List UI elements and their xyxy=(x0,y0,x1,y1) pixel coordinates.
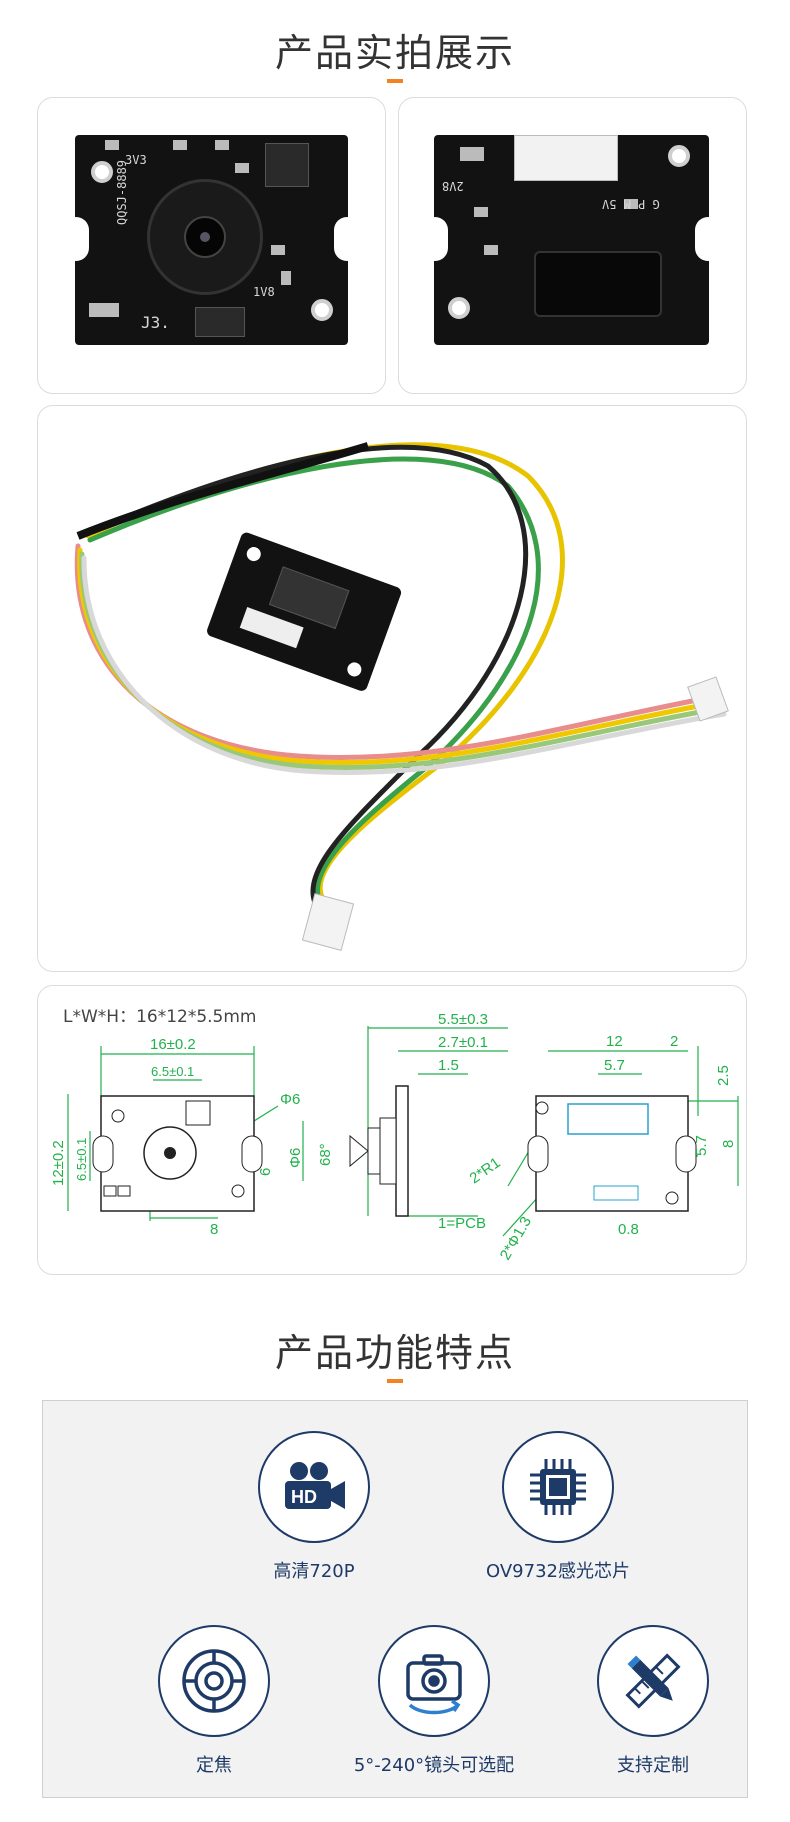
lens-icon xyxy=(158,1625,270,1737)
hd-camera-icon: HD xyxy=(258,1431,370,1543)
feature-chip-label: OV9732感光芯片 xyxy=(486,1561,630,1582)
dim-side-mid: 2.7±0.1 xyxy=(438,1034,488,1051)
svg-text:HD: HD xyxy=(291,1487,317,1507)
dimension-drawing-card: L*W*H：16*12*5.5mm xyxy=(37,985,747,1275)
dim-side-angle: 68° xyxy=(317,1143,334,1166)
rotate-camera-icon xyxy=(378,1625,490,1737)
title-accent-bar xyxy=(387,1379,403,1383)
dim-back-w1: 12 xyxy=(606,1033,623,1050)
feature-fixed-focus: 定焦 xyxy=(114,1625,314,1777)
dim-front-height: 12±0.2 xyxy=(50,1140,67,1186)
dim-back-pitch: 0.8 xyxy=(618,1221,639,1238)
dim-back-w2: 2 xyxy=(670,1033,678,1050)
chip-icon xyxy=(502,1431,614,1543)
features-section-title: 产品功能特点 xyxy=(274,1331,515,1375)
dim-side-pcb-note: 1=PCB xyxy=(438,1215,486,1232)
feature-fixed-focus-label: 定焦 xyxy=(196,1755,232,1776)
feature-chip: OV9732感光芯片 xyxy=(458,1431,658,1583)
features-panel: HD 高清720P OV9732感光芯片 xyxy=(42,1400,748,1798)
photos-section-title: 产品实拍展示 xyxy=(274,31,515,75)
dim-back-radius: 2*R1 xyxy=(467,1154,504,1187)
feature-lens-angle: 5°-240°镜头可选配 xyxy=(334,1625,534,1777)
dim-front-offset-y: 6 xyxy=(257,1168,274,1176)
dimension-drawing: 16±0.2 6.5±0.1 12±0.2 6.5±0.1 Φ6 8 6 5.5… xyxy=(50,1011,739,1263)
dimensions-text: L*W*H：16*12*5.5mm xyxy=(63,1007,257,1027)
photo-card-front: 3V3 QQSJ-8889 J3. 1V8 xyxy=(37,97,386,394)
dim-back-h1: 2.5 xyxy=(715,1065,732,1086)
photo-card-back: G P M 5V 2V8 xyxy=(398,97,747,394)
connector xyxy=(514,135,618,181)
feature-hd-label: 高清720P xyxy=(273,1561,355,1582)
sensor-chip xyxy=(534,251,662,317)
dim-side-pcb: 1.5 xyxy=(438,1057,459,1074)
feature-hd: HD 高清720P xyxy=(214,1431,414,1583)
pcb-front-photo: 3V3 QQSJ-8889 J3. 1V8 xyxy=(63,135,360,345)
dim-front-offset-x: 8 xyxy=(210,1221,218,1238)
dim-back-w3: 5.7 xyxy=(604,1057,625,1074)
photo-card-cable xyxy=(37,405,747,972)
dim-front-lens-width: 6.5±0.1 xyxy=(151,1064,194,1079)
dim-front-width: 16±0.2 xyxy=(150,1036,196,1053)
lens xyxy=(147,179,263,295)
pcb-back-photo: G P M 5V 2V8 xyxy=(422,135,721,345)
dim-back-h2: 5.7 xyxy=(693,1135,710,1156)
title-accent-bar xyxy=(387,79,403,83)
pencil-ruler-icon xyxy=(597,1625,709,1737)
cable-photo xyxy=(74,442,729,951)
feature-customization-label: 支持定制 xyxy=(617,1755,689,1776)
dim-side-diameter: Φ6 xyxy=(287,1148,304,1168)
feature-customization: 支持定制 xyxy=(553,1625,753,1777)
feature-lens-angle-label: 5°-240°镜头可选配 xyxy=(353,1755,515,1776)
dim-back-h3: 8 xyxy=(720,1140,737,1148)
dim-back-hole: 2*Φ1.3 xyxy=(497,1214,535,1263)
dim-front-diameter: Φ6 xyxy=(280,1091,300,1108)
dim-side-total: 5.5±0.3 xyxy=(438,1011,488,1028)
dim-front-lens-height: 6.5±0.1 xyxy=(74,1138,89,1181)
